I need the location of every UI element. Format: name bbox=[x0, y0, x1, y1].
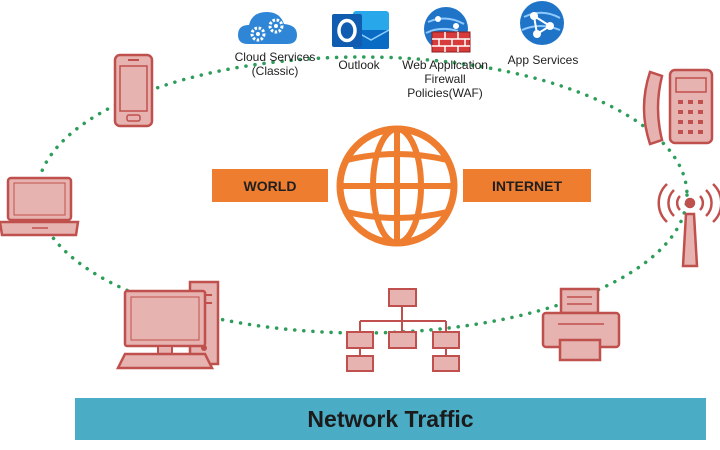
waf-label-line3: Policies(WAF) bbox=[407, 86, 483, 100]
internet-label: INTERNET bbox=[463, 169, 591, 202]
cloud-services-label-line2: (Classic) bbox=[251, 64, 299, 78]
network-hierarchy-icon bbox=[346, 288, 460, 372]
outlook-label: Outlook bbox=[325, 58, 393, 72]
printer-icon bbox=[541, 287, 621, 362]
desktop-computer-icon bbox=[115, 280, 220, 370]
footer-title: Network Traffic bbox=[307, 405, 474, 432]
outlook-icon bbox=[332, 11, 390, 49]
app-services-label-line1: App Services bbox=[507, 53, 579, 67]
laptop-icon bbox=[0, 176, 80, 237]
waf-label-line2: Firewall bbox=[424, 72, 466, 86]
waf-icon bbox=[424, 7, 471, 53]
globe-icon bbox=[336, 125, 458, 247]
app-services-icon bbox=[520, 1, 564, 45]
footer-banner: Network Traffic bbox=[75, 398, 706, 440]
smartphone-icon bbox=[113, 53, 154, 128]
waf-label: Web Application Firewall Policies(WAF) bbox=[390, 58, 500, 100]
waf-label-line1: Web Application bbox=[402, 58, 488, 72]
cloud-services-label-line1: Cloud Services bbox=[234, 50, 316, 64]
telephone-icon bbox=[642, 68, 714, 146]
cloud-gears-icon bbox=[238, 12, 297, 44]
outlook-label-line1: Outlook bbox=[338, 58, 380, 72]
cloud-services-label: Cloud Services (Classic) bbox=[220, 50, 330, 78]
antenna-icon bbox=[657, 183, 720, 268]
world-label: WORLD bbox=[212, 169, 328, 202]
app-services-label: App Services bbox=[498, 53, 588, 67]
